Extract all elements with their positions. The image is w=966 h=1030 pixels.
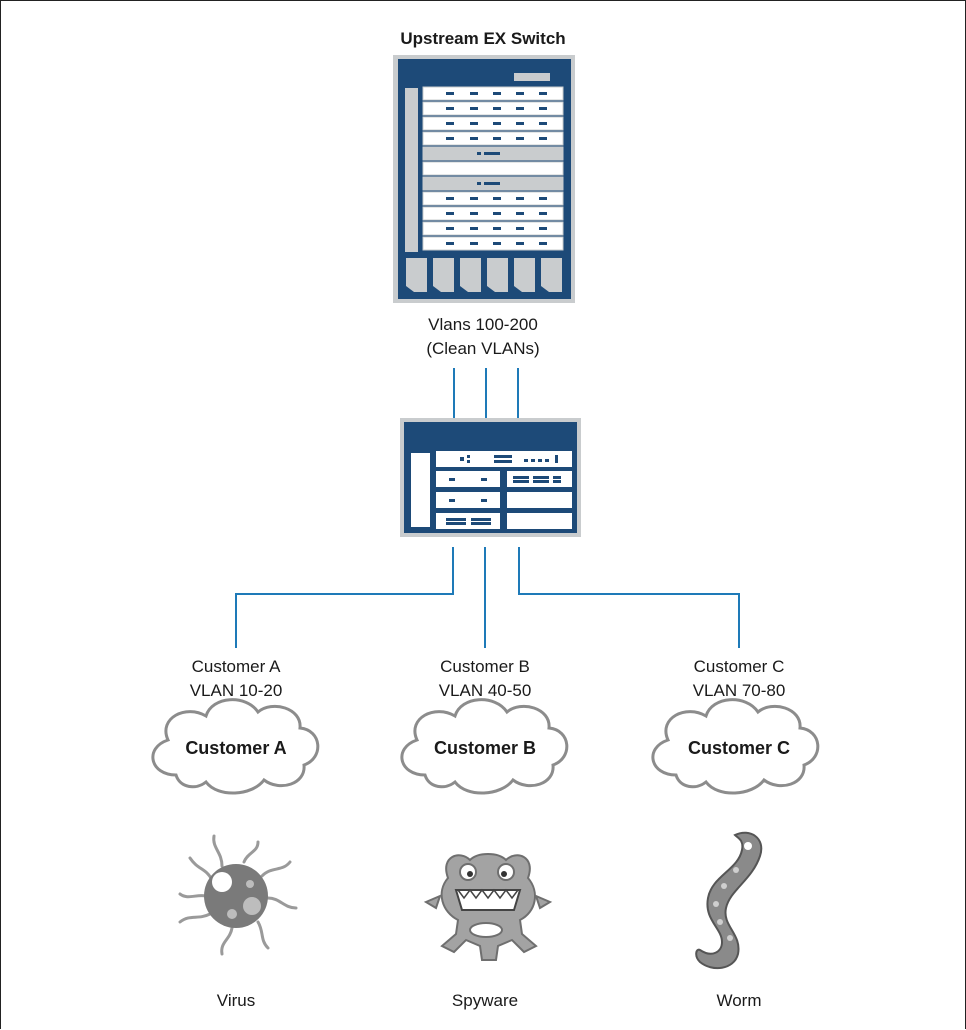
downlink-lines [235,547,740,648]
spyware-icon [423,853,553,961]
customer-a-vlan: VLAN 10-20 [189,681,283,700]
customer-b-vlan: VLAN 40-50 [438,681,532,700]
customer-c-name: Customer C [693,657,785,676]
customer-b-name: Customer B [440,657,530,676]
customer-a-name: Customer A [191,657,281,676]
virus-label: Virus [216,991,256,1010]
customer-c-vlan: VLAN 70-80 [692,681,786,700]
security-device [400,418,581,537]
customer-b-cloud-label: Customer B [433,738,536,758]
clean-vlans-label-line1: Vlans 100-200 [428,315,538,334]
spyware-label: Spyware [451,991,519,1010]
upstream-switch [393,55,575,303]
uplink-lines [453,368,519,418]
customer-c-cloud [651,698,820,795]
upstream-switch-title: Upstream EX Switch [400,29,566,48]
customer-b-cloud [400,698,569,795]
customer-a-cloud [151,698,320,795]
customer-c-cloud-label: Customer C [687,738,790,758]
customer-a-cloud-label: Customer A [185,738,287,758]
clean-vlans-label-line2: (Clean VLANs) [426,339,540,358]
worm-label: Worm [716,991,762,1010]
virus-icon [178,834,298,956]
worm-icon [695,831,763,970]
